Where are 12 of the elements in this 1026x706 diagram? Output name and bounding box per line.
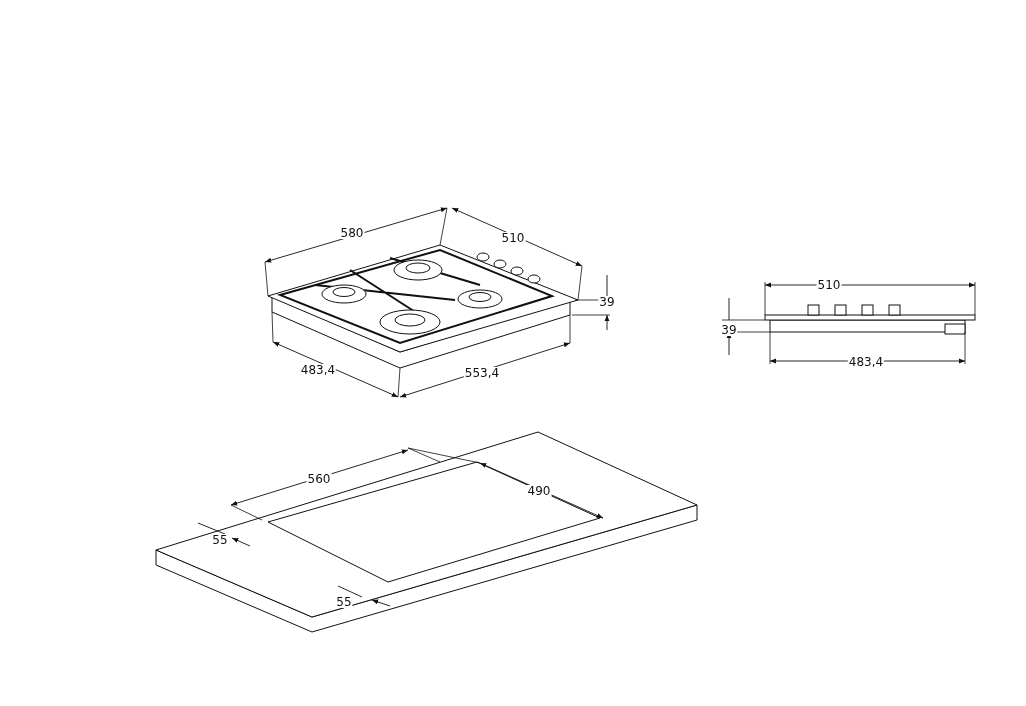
dimension-label: 580 bbox=[339, 227, 365, 239]
dimension-label: 483,4 bbox=[847, 356, 885, 368]
dimension-label: 553,4 bbox=[463, 367, 501, 379]
dimension-label: 483,4 bbox=[299, 364, 337, 376]
dimension-label: 55 bbox=[211, 534, 229, 546]
dimension-label: 55 bbox=[335, 596, 353, 608]
dimension-label: 490 bbox=[526, 485, 552, 497]
dimension-label: 39 bbox=[598, 296, 616, 308]
dimension-label: 510 bbox=[816, 279, 842, 291]
dimension-label: 39 bbox=[720, 324, 738, 336]
dimension-label: 510 bbox=[500, 232, 526, 244]
dimension-label: 560 bbox=[306, 473, 332, 485]
